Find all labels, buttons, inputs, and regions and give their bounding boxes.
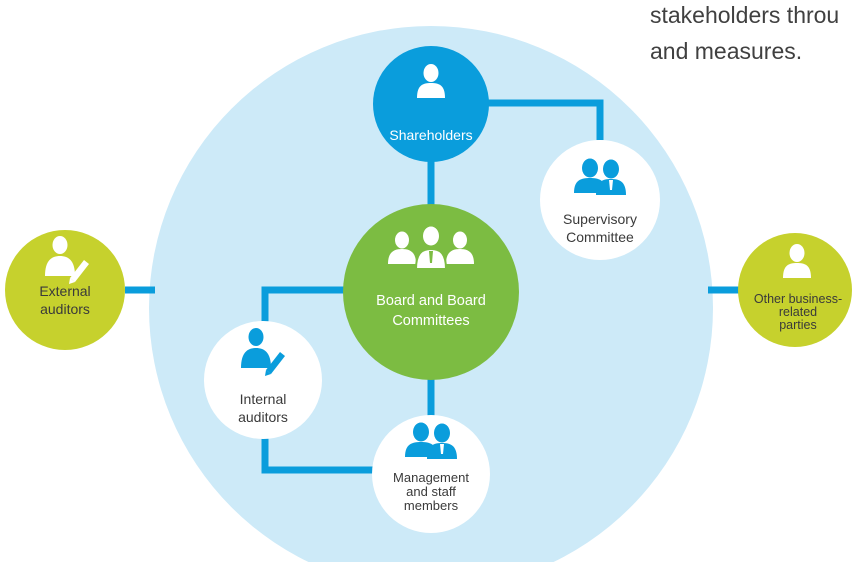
management-label-line-2: and staff (406, 484, 456, 499)
person-icon (417, 64, 445, 98)
node-management (372, 415, 490, 533)
other-parties-label-line-2: related (778, 305, 818, 319)
supervisory-committee-label-line-1: Supervisory (563, 211, 637, 227)
supervisory-committee-label-line-2: Committee (566, 229, 634, 245)
person-icon (783, 244, 811, 278)
two-people-icon (574, 158, 626, 195)
intro-text-line-1: stakeholders throu (650, 2, 840, 28)
three-people-icon (388, 226, 474, 270)
other-parties-label-line-1: Other business- (753, 292, 843, 306)
intro-text-line-2: and measures. (650, 38, 803, 64)
auditor-with-pencil-icon (45, 236, 89, 284)
node-board (343, 204, 519, 380)
internal-auditors-label-line-1: Internal (239, 391, 287, 407)
connector-shareholders-supervisory (485, 99, 604, 140)
node-internal-auditors (204, 321, 322, 439)
shareholders-label: Shareholders (389, 127, 473, 143)
internal-auditors-label-line-2: auditors (238, 409, 288, 425)
board-label-line-1: Board and Board (376, 293, 486, 309)
external-auditors-label-line-2: auditors (40, 301, 90, 317)
two-people-icon (405, 422, 457, 459)
board-label-line-2: Committees (392, 313, 470, 329)
external-auditors-label-line-1: External (39, 283, 91, 299)
other-parties-label-line-3: parties (779, 318, 817, 332)
management-label-line-3: members (403, 498, 459, 513)
node-external-auditors (5, 230, 125, 350)
node-supervisory-committee (540, 140, 660, 260)
auditor-with-pencil-icon (241, 328, 285, 376)
management-label-line-1: Management (393, 470, 469, 485)
node-other-parties (738, 233, 852, 347)
node-shareholders (373, 46, 489, 162)
